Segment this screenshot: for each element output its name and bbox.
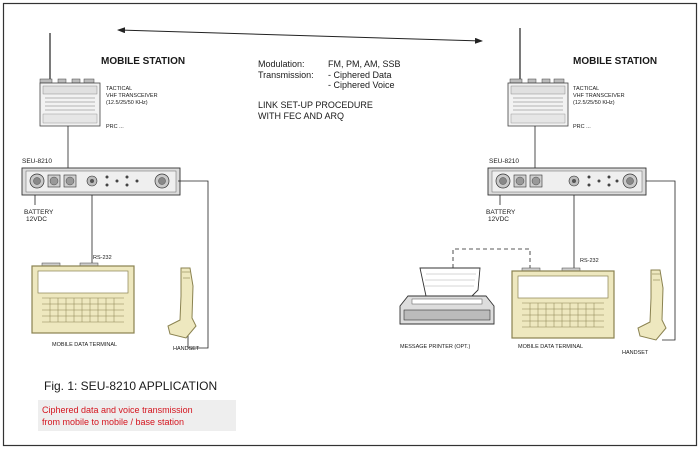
right-mobile-data-terminal — [511, 267, 615, 339]
left-battery-label-2: 12VDC — [26, 216, 47, 223]
note-box — [38, 400, 236, 431]
right-transceiver-label-1: TACTICAL — [573, 86, 599, 92]
procedure-line-2: WITH FEC AND ARQ — [258, 111, 344, 121]
right-unit-label: SEU-8210 — [489, 158, 519, 165]
printer-connection — [452, 248, 531, 268]
note-line-1: Ciphered data and voice transmission — [42, 405, 193, 415]
left-transceiver-label-2: VHF TRANSCEIVER — [106, 93, 158, 99]
left-handset — [167, 267, 197, 339]
right-seu-8210-unit — [487, 167, 647, 196]
modulation-value: FM, PM, AM, SSB — [328, 59, 401, 69]
transmission-value-1: - Ciphered Data — [328, 70, 392, 80]
right-printer-label: MESSAGE PRINTER (OPT.) — [400, 344, 470, 350]
right-station — [399, 28, 676, 341]
right-terminal-label: MOBILE DATA TERMINAL — [518, 344, 583, 350]
right-transceiver-label-3: (12.5/25/50 KHz) — [573, 100, 615, 106]
right-battery-label-2: 12VDC — [488, 216, 509, 223]
note-line-2: from mobile to mobile / base station — [42, 417, 184, 427]
left-transceiver-label-3: (12.5/25/50 KHz) — [106, 100, 148, 106]
right-transceiver — [507, 78, 569, 127]
left-unit-label: SEU-8210 — [22, 158, 52, 165]
left-battery-label-1: BATTERY — [24, 209, 54, 216]
right-message-printer — [399, 267, 495, 325]
figure-title: Fig. 1: SEU-8210 APPLICATION — [44, 379, 217, 393]
right-handset — [637, 269, 667, 341]
left-station — [21, 33, 209, 349]
left-seu-8210-unit — [21, 167, 181, 196]
left-handset-label: HANDSET — [173, 346, 200, 352]
right-interface-label: RS-232 — [580, 258, 599, 264]
left-mobile-data-terminal — [31, 262, 135, 334]
modulation-key: Modulation: — [258, 59, 305, 69]
left-transceiver — [39, 78, 101, 127]
radio-link-arrow — [117, 27, 483, 44]
left-transceiver-label-1: TACTICAL — [106, 86, 132, 92]
right-battery-label-1: BATTERY — [486, 209, 516, 216]
left-station-title: MOBILE STATION — [101, 56, 185, 67]
right-station-title: MOBILE STATION — [573, 56, 657, 67]
transmission-key: Transmission: — [258, 70, 314, 80]
left-interface-label: RS-232 — [93, 255, 112, 261]
left-terminal-label: MOBILE DATA TERMINAL — [52, 342, 117, 348]
procedure-line-1: LINK SET-UP PROCEDURE — [258, 100, 373, 110]
right-transceiver-model: PRC ... — [573, 124, 591, 130]
right-transceiver-label-2: VHF TRANSCEIVER — [573, 93, 625, 99]
transmission-value-2: - Ciphered Voice — [328, 80, 395, 90]
right-handset-label: HANDSET — [622, 350, 649, 356]
left-transceiver-model: PRC ... — [106, 124, 124, 130]
